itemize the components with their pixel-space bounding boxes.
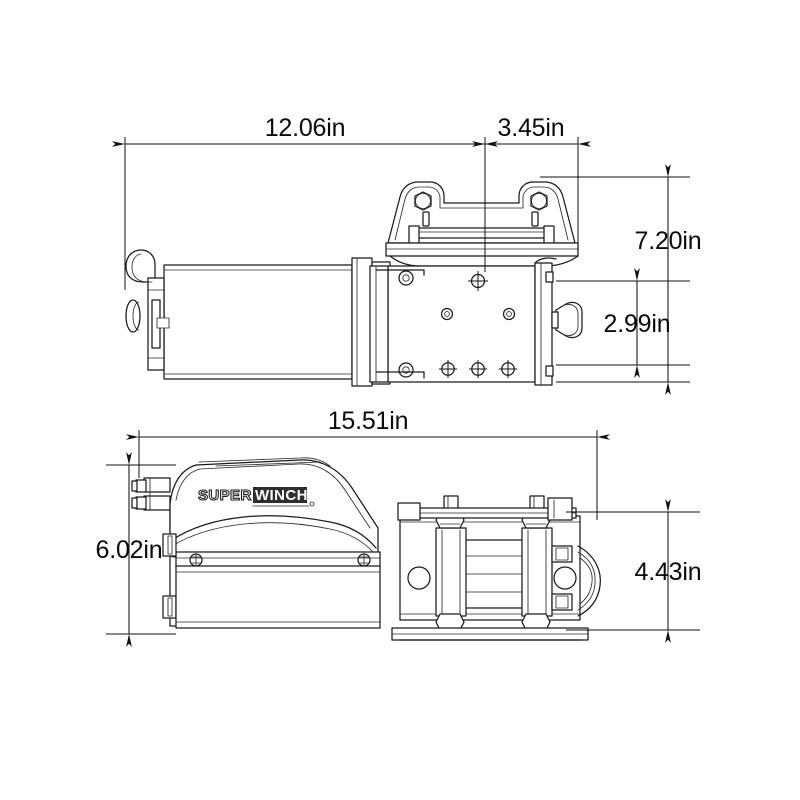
dimension-label-4-43in: 4.43in — [635, 558, 702, 586]
dimension-label-7-20in: 7.20in — [635, 227, 702, 255]
dimension-label-15-51in: 15.51in — [328, 407, 409, 435]
right-end-plate — [534, 257, 583, 386]
solenoid-cover — [162, 457, 381, 629]
front-view-geometry: SUPER WINCH — [131, 457, 601, 641]
logo-text-winch: WINCH — [255, 487, 308, 504]
dimension-3-45in: 3.45in — [472, 114, 591, 147]
motor-cylinder — [125, 249, 373, 387]
dimension-6-02in: 6.02in — [96, 452, 163, 647]
superwinch-logo: SUPER WINCH — [197, 486, 315, 507]
dimension-12-06in: 12.06in — [112, 114, 498, 147]
logo-text-super: SUPER — [198, 487, 252, 504]
tie-bar-bracket — [385, 181, 579, 267]
dimension-label-6-02in: 6.02in — [96, 536, 163, 564]
dimension-7-20in: 7.20in — [635, 164, 702, 395]
logo-badge-winch — [253, 487, 307, 503]
dimension-label-2-99in: 2.99in — [604, 310, 671, 338]
side-view-geometry — [125, 181, 583, 387]
drum-assembly — [391, 495, 601, 641]
side-view-dimensions: 12.06in 3.45in 7.20in 2.99in — [112, 114, 702, 395]
dimension-label-3-45in: 3.45in — [498, 114, 565, 142]
dimension-15-51in: 15.51in — [126, 407, 610, 440]
front-view-dimensions: 15.51in 6.02in 4.43in — [96, 407, 702, 647]
dimension-4-43in: 4.43in — [635, 499, 702, 643]
mounting-plate — [369, 265, 536, 383]
dimension-label-12-06in: 12.06in — [265, 114, 346, 142]
dimension-2-99in: 2.99in — [604, 268, 671, 378]
